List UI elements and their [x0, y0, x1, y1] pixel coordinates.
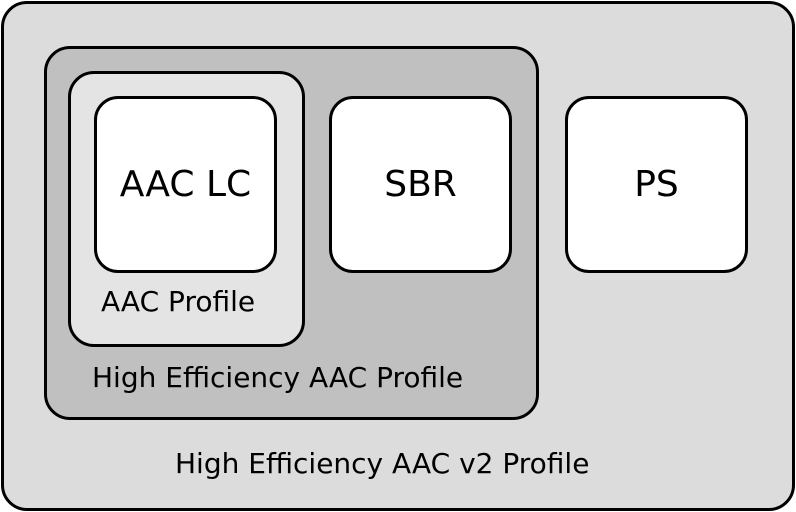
aac-lc-block: AAC LC [94, 96, 277, 273]
sbr-block: SBR [329, 96, 512, 273]
aac-lc-label: AAC LC [119, 164, 252, 205]
he-aac-profile-label: High Efficiency AAC Profile [92, 361, 464, 394]
sbr-label: SBR [384, 164, 457, 205]
he-aac-v2-profile-label: High Efficiency AAC v2 Profile [175, 447, 590, 480]
ps-block: PS [565, 96, 748, 273]
aac-profile-label: AAC Profile [101, 285, 256, 318]
ps-label: PS [634, 164, 679, 205]
